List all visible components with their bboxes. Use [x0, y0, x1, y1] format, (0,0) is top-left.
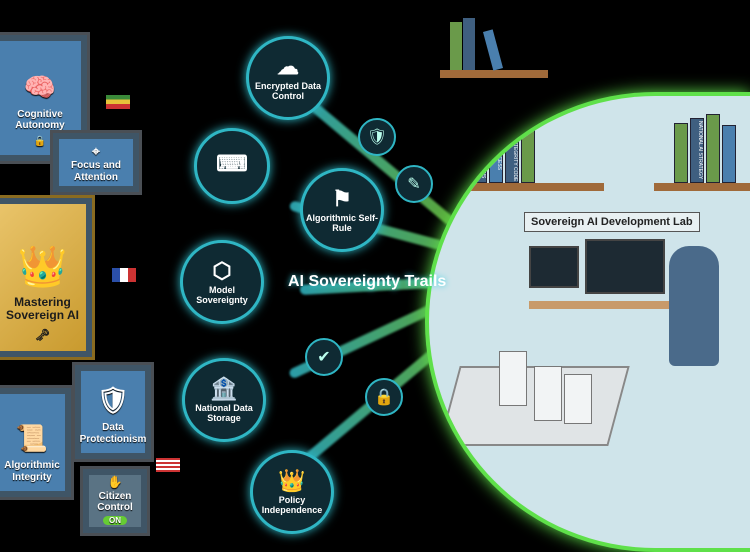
- book: [463, 18, 475, 70]
- card-label: Data Protectionism: [79, 422, 147, 445]
- flag-icon: [112, 268, 136, 282]
- circle-algorithmic-self-rule: ⚑Algorithmic Self-Rule: [300, 168, 384, 252]
- card-label: Citizen Control: [97, 490, 133, 514]
- sovereign-ai-lab: LOCAL DATA LAWS DATA ACCESS MODEL INTEGR…: [425, 92, 750, 552]
- book: MODEL INTEGRITY CODE: [505, 118, 519, 183]
- card-focus-attention: ⌖Focus and Attention: [50, 130, 142, 195]
- lock-target-icon: ⌖: [92, 142, 100, 159]
- crown-person-icon: 👑: [278, 467, 306, 493]
- shelf-right: [654, 183, 750, 191]
- circle-label: Algorithmic Self-Rule: [305, 212, 378, 233]
- circle-policy-independence: 👑Policy Independence: [250, 450, 334, 534]
- book: [482, 29, 504, 71]
- book: LOCAL DATA LAWS: [473, 128, 487, 183]
- shield-icon: 🛡: [358, 118, 396, 156]
- circle-label: Model Sovereignty: [196, 284, 248, 305]
- circle-national-data-storage: 🏦National Data Storage: [182, 358, 266, 442]
- on-toggle[interactable]: ON: [103, 515, 127, 525]
- monitor: [529, 246, 579, 288]
- books-right: NATIONAL AI STRATEGY: [674, 114, 744, 183]
- lock-icon: 🔒: [365, 378, 403, 416]
- card-mastering-sovereign-ai: 👑 Mastering Sovereign AI 🗝: [0, 195, 95, 360]
- book: [450, 22, 462, 70]
- flag-icon: ⚑: [332, 185, 352, 211]
- lock-icon: 🔒: [33, 135, 47, 147]
- top-shelf: [440, 70, 548, 78]
- safe-shield-icon: 🛡: [96, 385, 130, 416]
- book: [706, 114, 720, 183]
- desk: [529, 301, 709, 309]
- circle-code: ⌨: [194, 128, 270, 204]
- brain-crown-icon: 👑: [17, 244, 68, 289]
- cloud-key-icon: ☁: [277, 53, 299, 79]
- flag-icon: [156, 458, 180, 472]
- hand-icon: ✋: [107, 475, 123, 490]
- circle-label: National Data Storage: [195, 402, 253, 423]
- card-algorithmic-integrity: 📜 Algorithmic Integrity: [0, 385, 74, 500]
- book: [722, 125, 736, 183]
- server-rack: [499, 351, 527, 406]
- lab-sign: Sovereign AI Development Lab: [524, 212, 700, 232]
- book: [521, 128, 535, 183]
- card-label: Algorithmic Integrity: [4, 460, 60, 483]
- server-rack: [564, 374, 592, 424]
- card-data-protectionism: 🛡 Data Protectionism: [72, 362, 154, 462]
- server-rack: [534, 366, 562, 421]
- flag-icon: [106, 95, 130, 109]
- book: [674, 123, 688, 183]
- network-shield-icon: ⬡: [212, 257, 232, 283]
- card-label: Cognitive Autonomy: [15, 108, 65, 132]
- window-check-icon: ✔: [305, 338, 343, 376]
- circle-label: Policy Independence: [261, 494, 323, 515]
- card-label: Mastering Sovereign AI: [6, 294, 79, 323]
- document-icon: ✎: [395, 165, 433, 203]
- scroll-globe-icon: 📜: [15, 423, 49, 454]
- monitor: [585, 239, 665, 294]
- key-icon: 🗝: [34, 328, 51, 343]
- brain-key-icon: 🧠: [23, 71, 57, 102]
- card-label: Focus and Attention: [70, 160, 121, 183]
- shelf-left: [439, 183, 604, 191]
- books-left: LOCAL DATA LAWS DATA ACCESS MODEL INTEGR…: [473, 118, 573, 183]
- circle-encrypted-data-control: ☁Encrypted Data Control: [246, 36, 330, 120]
- code-flag-icon: ⌨: [216, 151, 248, 177]
- book: NATIONAL AI STRATEGY: [690, 118, 704, 183]
- card-cognitive-autonomy: 🧠 Cognitive Autonomy 🔒: [0, 32, 90, 164]
- vault-globe-icon: 🏦: [210, 375, 238, 401]
- developer: [669, 246, 719, 366]
- main-title: AI Sovereignty Trails: [288, 273, 447, 290]
- book: DATA ACCESS: [489, 123, 503, 183]
- circle-label: Encrypted Data Control: [254, 80, 322, 101]
- circle-model-sovereignty: ⬡Model Sovereignty: [180, 240, 264, 324]
